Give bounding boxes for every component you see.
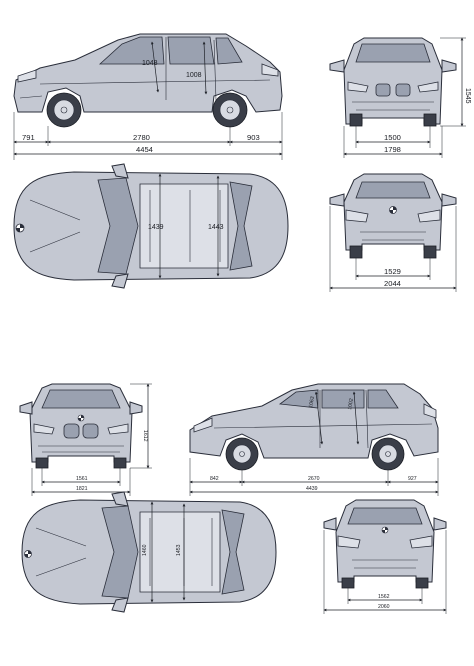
wheelbase-label-2: 2670	[308, 476, 320, 482]
top-front-shoulder-label-2: 1460	[142, 544, 148, 556]
overall-length-label-2: 4439	[306, 486, 318, 492]
top-rear-shoulder-label-2: 1453	[176, 544, 182, 556]
side-front-headroom-label-2: 1063	[308, 396, 316, 409]
width-mirrors-label: 2044	[384, 279, 401, 288]
rear-view-2: 1562 2060	[323, 499, 447, 614]
width-mirrors-label-2: 2060	[378, 604, 390, 610]
wheelbase-label: 2780	[133, 133, 150, 142]
top-rear-shoulder-label: 1443	[208, 224, 224, 231]
front-view-2: 1612 1561 1821	[19, 383, 152, 496]
side-rear-headroom-label-2: 1002	[347, 398, 355, 411]
top-view-1: 1439 1443	[13, 163, 289, 289]
side-view-2: 1063 1002 842 2670 927 4439	[189, 383, 439, 496]
width-label-2: 1821	[76, 486, 88, 492]
width-label: 1798	[384, 145, 401, 154]
side-rear-headroom-label: 1008	[186, 72, 202, 79]
rear-view-1: 1529 2044	[329, 173, 457, 292]
rear-overhang-label: 903	[247, 133, 260, 142]
bmw-roundel-icon	[389, 206, 397, 214]
rear-track-label-2: 1562	[378, 594, 390, 600]
front-track-label-2: 1561	[76, 476, 88, 482]
front-overhang-label-2: 842	[210, 476, 219, 482]
top-front-shoulder-label: 1439	[148, 224, 164, 231]
overall-length-label: 4454	[136, 145, 153, 154]
rear-track-label: 1529	[384, 267, 401, 276]
bmw-roundel-icon	[15, 223, 25, 233]
diagram-2: 1612 1561 1821	[19, 383, 447, 614]
diagram-1: 1048 1008 791 2780 903 4454	[13, 33, 471, 292]
height-label-2: 1612	[142, 430, 148, 442]
front-view-1: 1545 1500 1798	[329, 37, 471, 158]
bmw-roundel-icon	[24, 550, 32, 558]
side-front-headroom-label: 1048	[142, 60, 158, 67]
top-view-2: 1460 1453	[21, 491, 277, 613]
front-track-label: 1500	[384, 133, 401, 142]
side-view-1: 1048 1008 791 2780 903 4454	[13, 33, 283, 160]
bmw-roundel-icon	[381, 526, 389, 534]
height-label: 1545	[464, 88, 471, 104]
rear-overhang-label-2: 927	[408, 476, 417, 482]
bmw-roundel-icon	[77, 414, 85, 422]
front-overhang-label: 791	[22, 133, 35, 142]
